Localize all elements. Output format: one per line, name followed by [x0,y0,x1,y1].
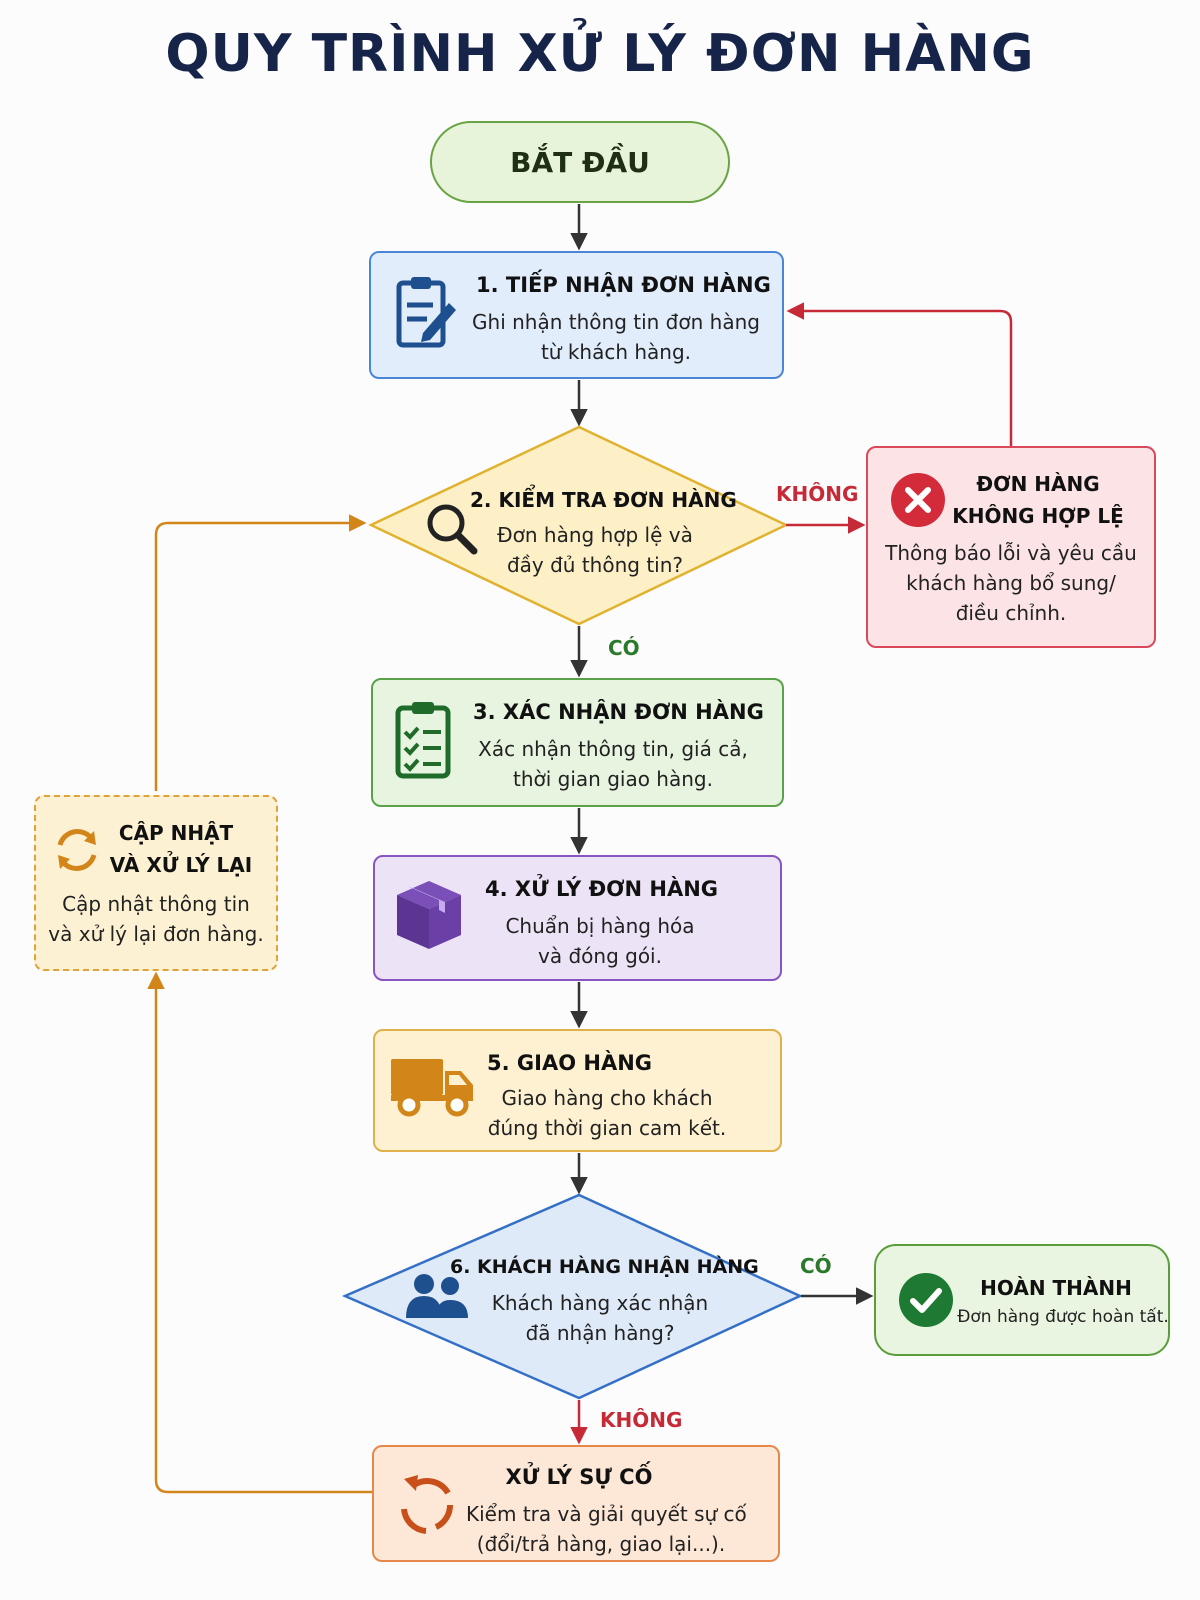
error-x-icon [891,473,945,527]
completed-title: HOÀN THÀNH [980,1276,1132,1300]
label-yes-done: CÓ [800,1254,832,1278]
step1-title: 1. TIẾP NHẬN ĐƠN HÀNG [476,273,771,297]
decision-diamond-received [341,1193,803,1400]
update-reprocess-box: CẬP NHẬT VÀ XỬ LÝ LẠI Cập nhật thông tin… [34,795,278,971]
update-line2: và xử lý lại đơn hàng. [48,922,264,946]
invalid-order-box: ĐƠN HÀNG KHÔNG HỢP LỆ Thông báo lỗi và y… [866,446,1156,648]
step6-line2: đã nhận hàng? [525,1321,675,1345]
step1-line2: từ khách hàng. [540,340,692,364]
step5-title: 5. GIAO HÀNG [487,1051,653,1075]
incident-box: XỬ LÝ SỰ CỐ Kiểm tra và giải quyết sự cố… [372,1445,780,1562]
clipboard-edit-icon [396,277,456,348]
magnifier-icon [427,504,478,555]
step5-line2: đúng thời gian cam kết. [487,1116,727,1140]
label-yes-step3: CÓ [608,636,640,660]
arrow-update-to-step2 [154,514,367,791]
step1-receive-box: 1. TIẾP NHẬN ĐƠN HÀNG Ghi nhận thông tin… [369,251,784,379]
invalid-title-line2: KHÔNG HỢP LỆ [952,504,1124,528]
incident-line1: Kiểm tra và giải quyết sự cố [466,1502,747,1526]
label-no-invalid: KHÔNG [776,482,859,506]
step5-line1: Giao hàng cho khách [501,1086,713,1110]
step3-confirm-box: 3. XÁC NHẬN ĐƠN HÀNG Xác nhận thông tin,… [371,678,784,807]
step4-title: 4. XỬ LÝ ĐƠN HÀNG [485,877,719,901]
step6-title: 6. KHÁCH HÀNG NHẬN HÀNG [450,1256,759,1278]
arrow-invalid-to-step1 [786,302,1013,446]
step2-title: 2. KIỂM TRA ĐƠN HÀNG [470,488,737,512]
start-node: BẮT ĐẦU [430,121,730,203]
check-circle-icon [899,1273,953,1327]
step4-process-box: 4. XỬ LÝ ĐƠN HÀNG Chuẩn bị hàng hóa và đ… [373,855,782,981]
checklist-icon [395,702,451,779]
arrow-incident-to-update [147,971,372,1494]
delivery-truck-icon [391,1059,473,1117]
step2-line1: Đơn hàng hợp lệ và [497,523,693,547]
completed-box: HOÀN THÀNH Đơn hàng được hoàn tất. [874,1244,1170,1356]
decision-diamond-check [368,425,789,626]
update-title-line1: CẬP NHẬT [118,821,234,845]
invalid-title-line1: ĐƠN HÀNG [976,472,1100,496]
incident-line2: (đổi/trả hàng, giao lại...). [476,1532,726,1556]
page-title: QUY TRÌNH XỬ LÝ ĐƠN HÀNG [165,24,1035,84]
completed-line1: Đơn hàng được hoàn tất. [957,1307,1169,1327]
package-box-icon [397,881,461,949]
invalid-line3: điều chỉnh. [955,601,1067,625]
update-title-line2: VÀ XỬ LÝ LẠI [109,853,253,877]
step3-line2: thời gian giao hàng. [513,767,713,791]
update-line1: Cập nhật thông tin [62,892,250,916]
step6-line1: Khách hàng xác nhận [491,1291,709,1315]
step4-line1: Chuẩn bị hàng hóa [505,914,695,938]
incident-title: XỬ LÝ SỰ CỐ [505,1465,653,1489]
step5-delivery-box: 5. GIAO HÀNG Giao hàng cho khách đúng th… [373,1029,782,1152]
step3-title: 3. XÁC NHẬN ĐƠN HÀNG [473,700,764,724]
step4-line2: và đóng gói. [538,944,662,968]
sync-icon [57,829,97,871]
step3-line1: Xác nhận thông tin, giá cả, [478,737,748,761]
step2-line2: đầy đủ thông tin? [506,553,684,577]
invalid-line2: khách hàng bổ sung/ [906,571,1116,595]
users-icon [406,1274,468,1318]
step1-line1: Ghi nhận thông tin đơn hàng [472,310,760,334]
label-no-incident: KHÔNG [600,1408,683,1432]
refresh-icon [401,1475,454,1534]
invalid-line1: Thông báo lỗi và yêu cầu [885,541,1137,565]
